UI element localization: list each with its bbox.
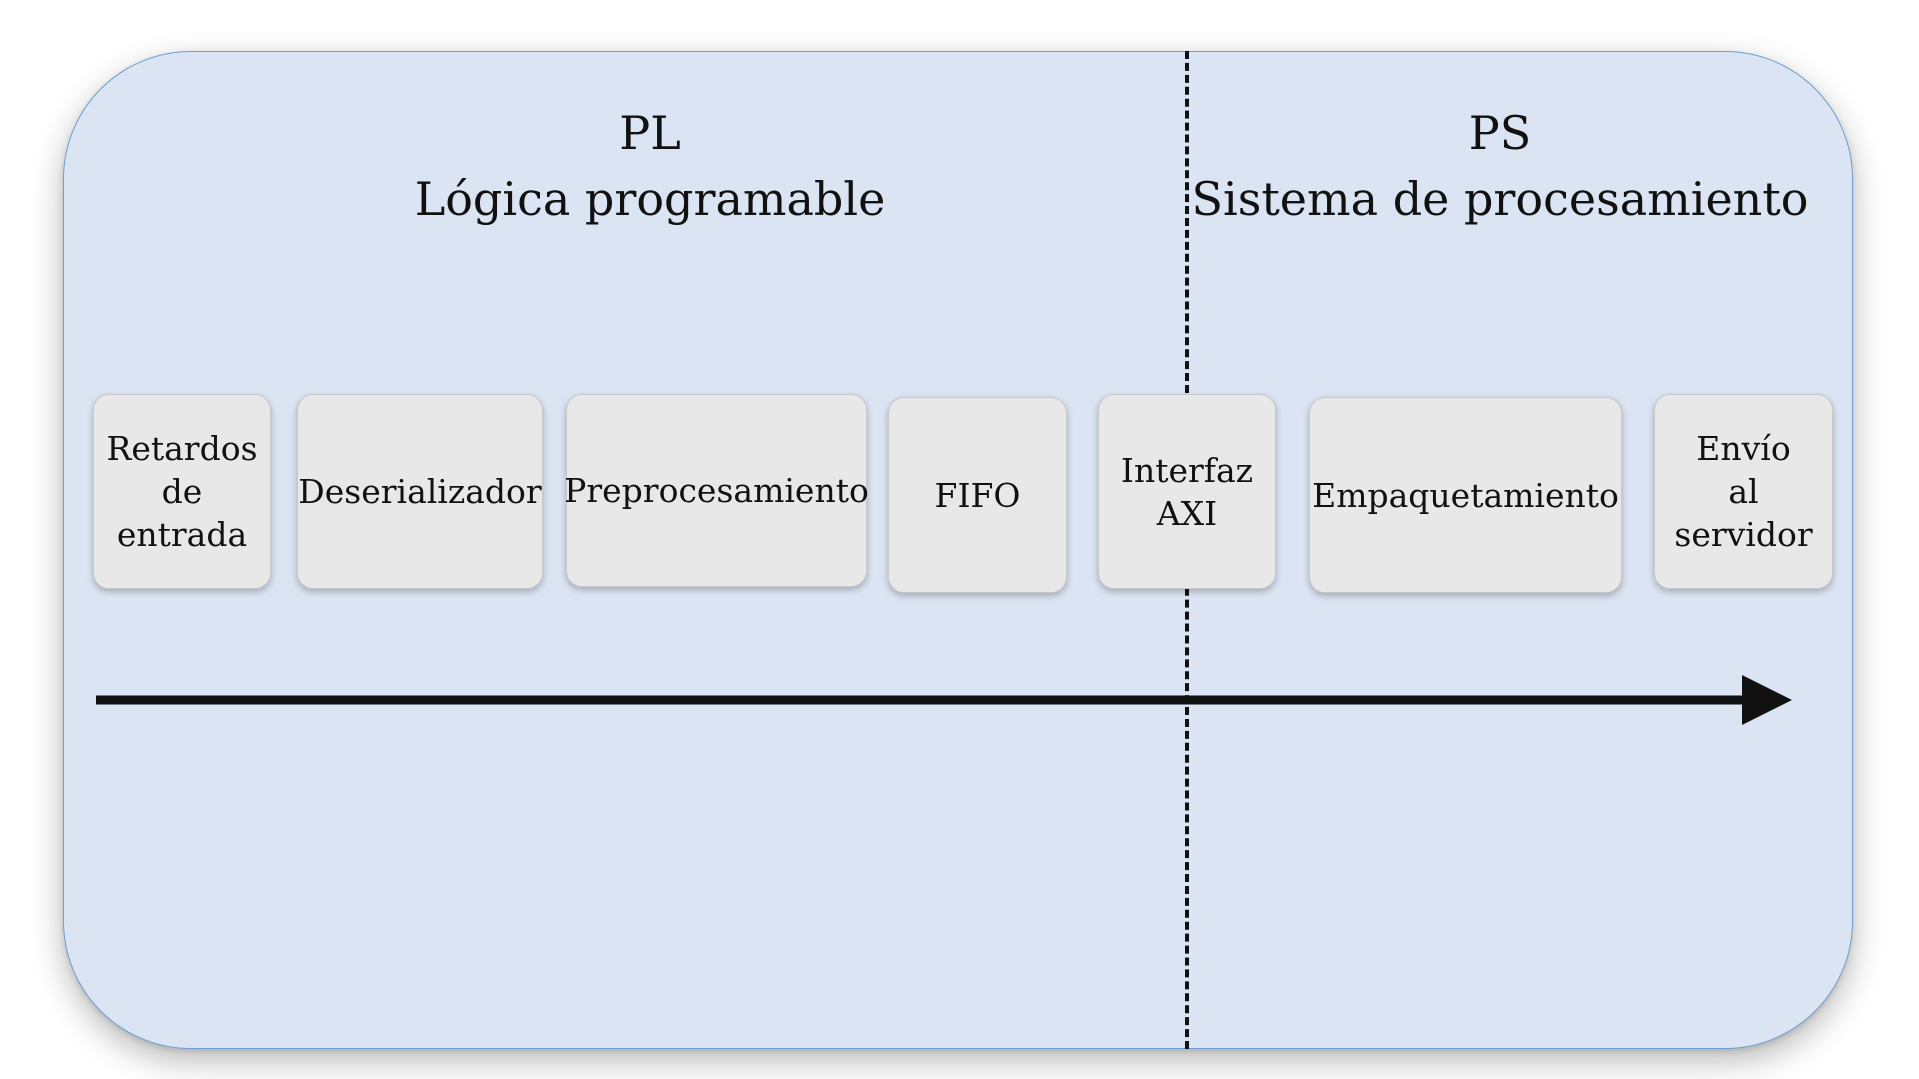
block-empaquetamiento: Empaquetamiento xyxy=(1309,397,1622,593)
data-flow-arrow-head xyxy=(1742,675,1792,725)
block-fifo: FIFO xyxy=(888,397,1067,593)
ps-full-name: Sistema de procesamiento xyxy=(1191,172,1809,226)
block-preprocesamiento: Preprocesamiento xyxy=(564,394,869,587)
block-interfaz-axi: Interfaz AXI xyxy=(1098,394,1276,589)
block-retardos-de-entrada: Retardos de entrada xyxy=(93,394,271,589)
block-deserializador: Deserializador xyxy=(297,394,543,589)
pl-abbreviation: PL xyxy=(619,106,681,160)
block-envio-al-servidor: Envío al servidor xyxy=(1654,394,1833,589)
ps-section-header: PS Sistema de procesamiento xyxy=(1170,100,1830,232)
pl-full-name: Lógica programable xyxy=(414,172,886,226)
ps-abbreviation: PS xyxy=(1468,106,1532,160)
pl-section-header: PL Lógica programable xyxy=(340,100,960,232)
data-flow-arrow xyxy=(96,675,1792,725)
